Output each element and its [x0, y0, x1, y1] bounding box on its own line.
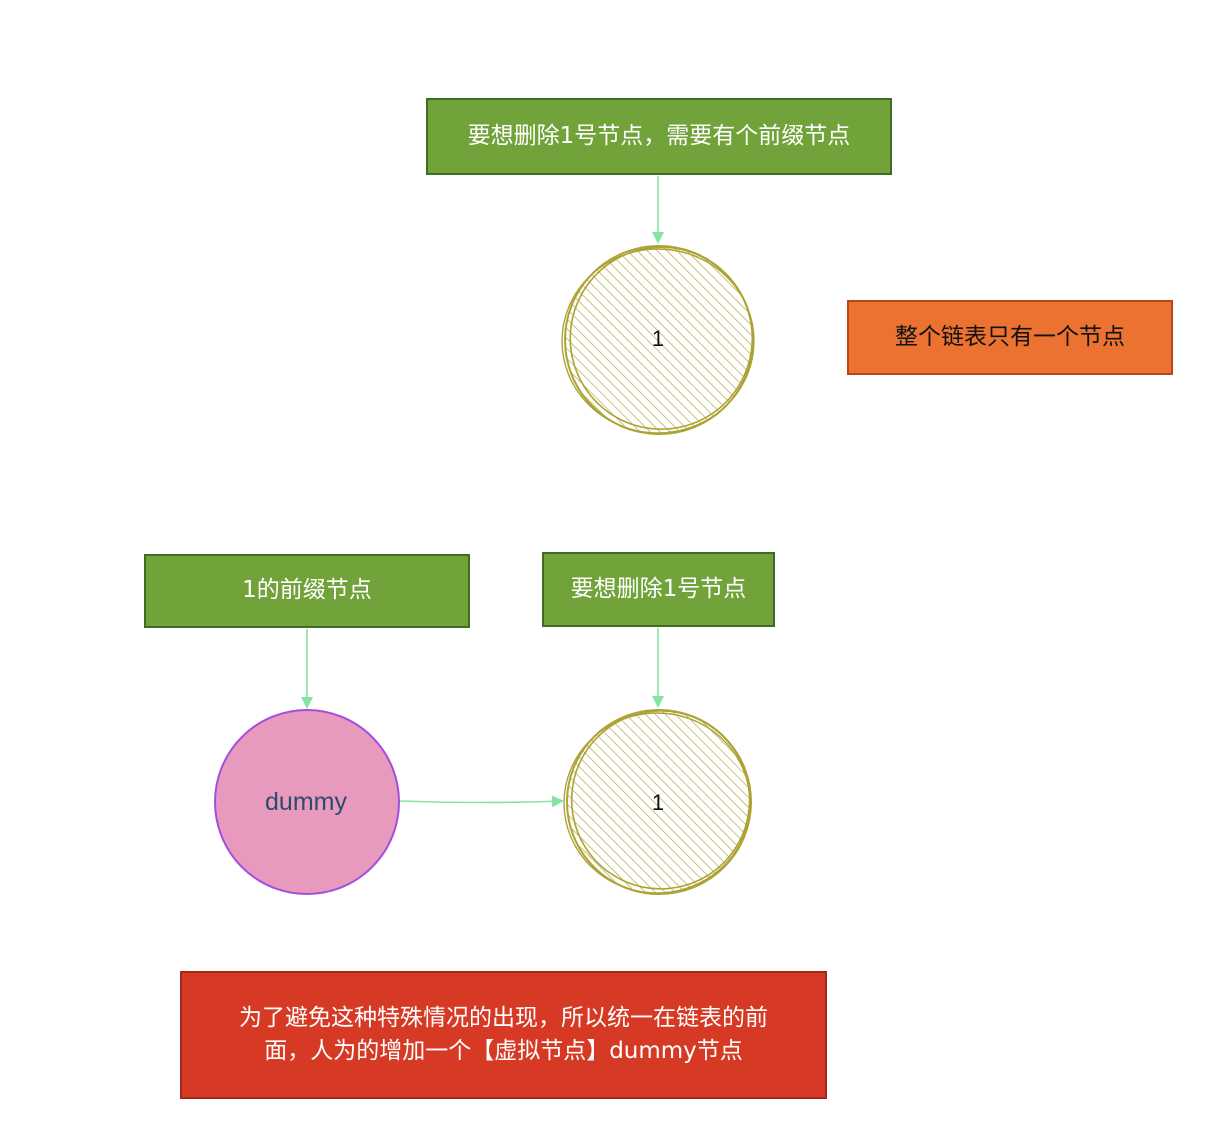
- node-1-top-label: 1: [652, 326, 664, 351]
- predecessor-label-box: 1的前缀节点: [144, 554, 470, 628]
- node-1-top: 1: [561, 245, 755, 435]
- arrow-dummy-to-node: [399, 795, 564, 808]
- single-node-note-text: 整个链表只有一个节点: [895, 323, 1125, 350]
- node-1-bottom: 1: [563, 709, 752, 895]
- dummy-explanation-line-2: 面，人为的增加一个【虚拟节点】dummy节点: [264, 1038, 743, 1064]
- dummy-explanation-line-1: 为了避免这种特殊情况的出现，所以统一在链表的前: [239, 1004, 768, 1031]
- node-1-bottom-label: 1: [652, 790, 664, 815]
- predecessor-label-text: 1的前缀节点: [242, 577, 372, 604]
- dummy-node: dummy: [214, 709, 400, 895]
- delete-node-label-text: 要想删除1号节点: [570, 575, 747, 602]
- delete-requires-predecessor-text: 要想删除1号节点，需要有个前缀节点: [467, 122, 851, 149]
- single-node-note-box: 整个链表只有一个节点: [847, 300, 1173, 375]
- dummy-explanation-text: 为了避免这种特殊情况的出现，所以统一在链表的前 面，人为的增加一个【虚拟节点】d…: [239, 1002, 768, 1069]
- dummy-explanation-box: 为了避免这种特殊情况的出现，所以统一在链表的前 面，人为的增加一个【虚拟节点】d…: [180, 971, 827, 1099]
- dummy-node-label: dummy: [265, 788, 347, 816]
- delete-node-label-box: 要想删除1号节点: [542, 552, 775, 627]
- delete-requires-predecessor-box: 要想删除1号节点，需要有个前缀节点: [426, 98, 892, 175]
